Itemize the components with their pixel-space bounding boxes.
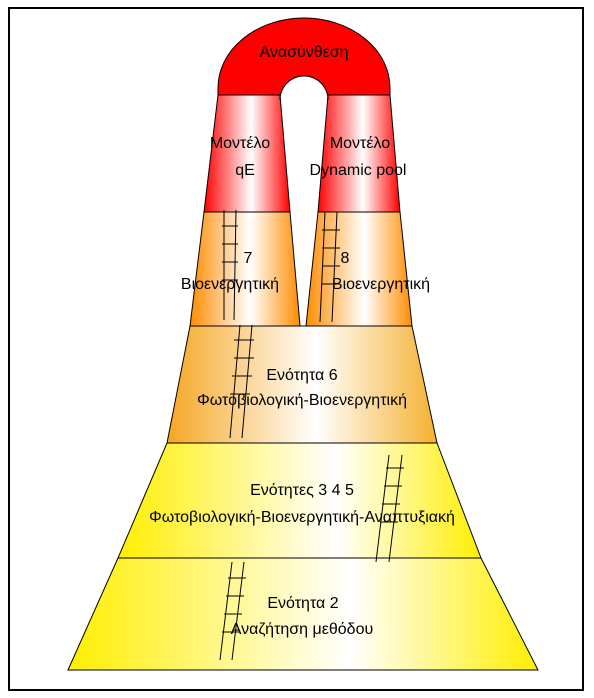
tier-upper-line1: Ενότητα 6 [266, 367, 337, 384]
tier-middle-line2: Φωτοβιολογική-Βιοενεργητική-Αναπτυξιακή [149, 509, 455, 526]
top-label: Ανασύνθεση [259, 44, 348, 61]
tier-middle-line1: Ενότητες 3 4 5 [250, 482, 354, 499]
tower-right [318, 95, 400, 212]
tower-left-line2: qE [235, 162, 255, 179]
tower-right-line1: Μοντέλο [330, 135, 390, 152]
block-right [306, 212, 412, 326]
block-right-label: Βιοενεργητική [332, 276, 430, 293]
tower-right-line2: Dynamic pool [310, 162, 407, 179]
tier-upper [167, 326, 437, 443]
tier-upper-line2: Φωτοβιολογική-Βιοενεργητική [197, 392, 407, 409]
block-left [190, 212, 300, 326]
tower-left-line1: Μοντέλο [210, 135, 270, 152]
block-left-label: Βιοενεργητική [181, 276, 279, 293]
tower-left [204, 95, 290, 212]
tier-bottom-line1: Ενότητα 2 [267, 595, 338, 612]
tier-bottom-line2: Αναζήτηση μεθόδου [231, 621, 373, 638]
block-left-number: 7 [244, 250, 253, 267]
block-right-number: 8 [341, 250, 350, 267]
tier-middle [118, 443, 481, 558]
tier-bottom [68, 558, 538, 670]
